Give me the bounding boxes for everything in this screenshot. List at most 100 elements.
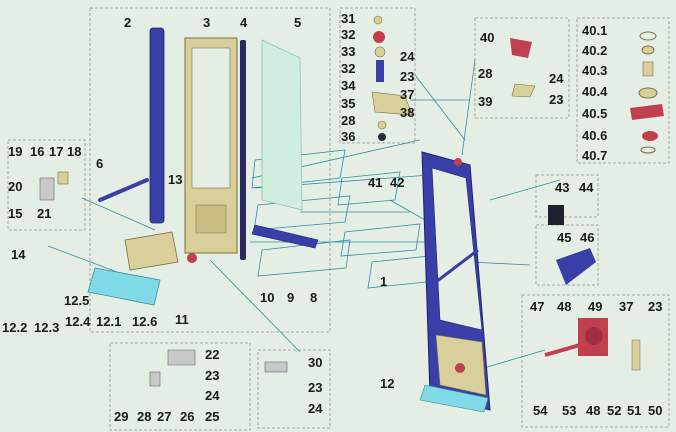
top-hinge-box	[474, 17, 570, 119]
callout-32-b: 32	[341, 61, 356, 76]
callout-40-1: 40.1	[582, 23, 608, 38]
callout-29: 29	[114, 409, 129, 424]
callout-11: 11	[175, 312, 189, 327]
part-5-glass-sheet	[261, 39, 303, 211]
callout-1: 1	[380, 274, 388, 289]
callout-40-2: 40.2	[582, 43, 608, 58]
callout-13: 13	[168, 172, 183, 187]
callout-51: 51	[627, 403, 642, 418]
callout-26: 26	[180, 409, 195, 424]
callout-40-4: 40.4	[582, 84, 608, 99]
callout-4: 4	[240, 15, 248, 30]
callout-28-c: 28	[478, 66, 493, 81]
callout-12: 12	[380, 376, 395, 391]
callout-14: 14	[11, 247, 26, 262]
part-6-rod	[98, 178, 149, 202]
bracket-parts-left	[39, 171, 288, 387]
callout-18: 18	[67, 144, 82, 159]
callout-46: 46	[580, 230, 595, 245]
assembly-boxes	[7, 7, 670, 431]
callout-23-e: 23	[648, 299, 663, 314]
part-8-lower-rail	[251, 224, 319, 249]
callout-40-6: 40.6	[582, 128, 608, 143]
callout-53: 53	[562, 403, 577, 418]
callout-54: 54	[533, 403, 548, 418]
callout-30: 30	[308, 355, 323, 370]
callout-28-b: 28	[341, 113, 356, 128]
callout-23-b: 23	[308, 380, 323, 395]
callout-32-a: 32	[341, 27, 356, 42]
callout-36: 36	[341, 129, 356, 144]
callout-43: 43	[555, 180, 570, 195]
lock-parts-box-3	[535, 224, 599, 286]
callout-49: 49	[588, 299, 603, 314]
callout-38: 38	[400, 105, 415, 120]
callout-12-2: 12.2	[2, 320, 28, 335]
callout-52: 52	[607, 403, 622, 418]
part-12-frame-assembly	[419, 151, 491, 413]
callout-10: 10	[260, 290, 275, 305]
callout-47: 47	[530, 299, 545, 314]
callout-41: 41	[368, 175, 383, 190]
callout-42: 42	[390, 175, 405, 190]
callout-20: 20	[8, 179, 23, 194]
callout-27: 27	[157, 409, 172, 424]
callout-24-b: 24	[308, 401, 323, 416]
main-frame-box	[89, 7, 331, 333]
callout-8: 8	[310, 290, 318, 305]
callout-2: 2	[124, 15, 132, 30]
callout-12-4: 12.4	[65, 314, 91, 329]
part-12-1-bottom-panel	[87, 267, 161, 306]
callout-48-a: 48	[557, 299, 572, 314]
callout-50: 50	[648, 403, 663, 418]
callout-23-c: 23	[400, 69, 415, 84]
callout-3: 3	[203, 15, 211, 30]
callout-24-d: 24	[549, 71, 564, 86]
pin-box	[257, 349, 331, 429]
callout-23-d: 23	[549, 92, 564, 107]
callout-40-5: 40.5	[582, 106, 608, 121]
callout-39: 39	[478, 94, 493, 109]
callout-31: 31	[341, 11, 356, 26]
callout-24-a: 24	[205, 388, 220, 403]
callout-40: 40	[480, 30, 495, 45]
callout-17: 17	[49, 144, 64, 159]
callout-9: 9	[287, 290, 295, 305]
callout-40-3: 40.3	[582, 63, 608, 78]
part-4-seal-strip	[240, 40, 246, 260]
callout-22: 22	[205, 347, 220, 362]
lock-parts	[544, 205, 641, 371]
callout-37-b: 37	[619, 299, 634, 314]
callout-48-b: 48	[586, 403, 601, 418]
callout-28-a: 28	[137, 409, 152, 424]
callout-12-3: 12.3	[34, 320, 60, 335]
hinge-40-parts	[510, 31, 664, 154]
callout-35: 35	[341, 96, 356, 111]
callout-15: 15	[8, 206, 23, 221]
callout-5: 5	[294, 15, 302, 30]
hinge-parts-box	[576, 17, 670, 164]
hinge-small-parts	[371, 15, 413, 141]
callout-23-a: 23	[205, 368, 220, 383]
callout-34: 34	[341, 78, 356, 93]
part-11-bracket-plate	[124, 231, 179, 271]
part-3-door-frame	[184, 37, 238, 254]
part-2-side-rail	[149, 27, 165, 224]
callout-24-c: 24	[400, 49, 415, 64]
callout-16: 16	[30, 144, 45, 159]
callout-21: 21	[37, 206, 52, 221]
callout-37: 37	[400, 87, 415, 102]
callout-12-6: 12.6	[132, 314, 158, 329]
callout-40-7: 40.7	[582, 148, 608, 163]
callout-12-5: 12.5	[64, 293, 90, 308]
lock-box	[521, 294, 670, 428]
bracket-box-left	[7, 139, 86, 231]
callout-33: 33	[341, 44, 356, 59]
callout-6: 6	[96, 156, 104, 171]
callout-44: 44	[579, 180, 594, 195]
lower-hinge-box	[109, 342, 251, 431]
callout-45: 45	[557, 230, 572, 245]
callout-12-1: 12.1	[96, 314, 122, 329]
callout-19: 19	[8, 144, 23, 159]
